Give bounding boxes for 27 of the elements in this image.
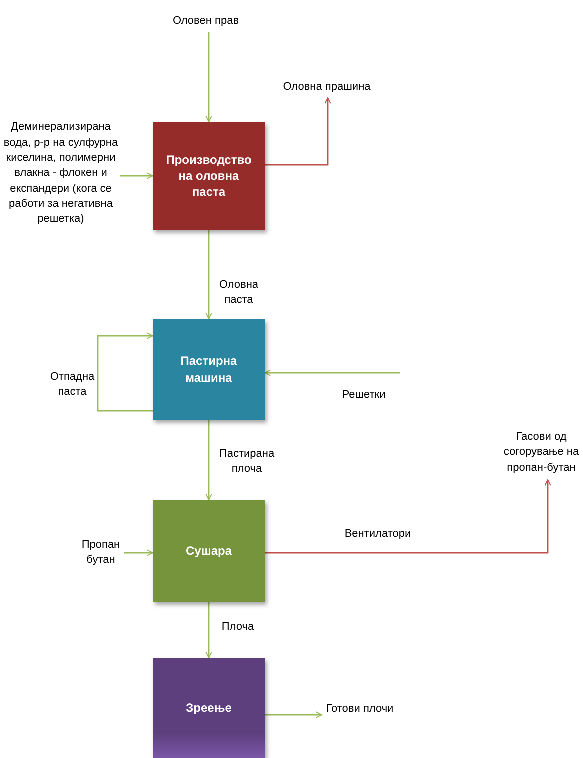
flow-text: Пропан бутан — [78, 533, 124, 573]
arrow — [206, 32, 212, 122]
arrow — [206, 420, 212, 500]
arrow — [265, 480, 552, 554]
flow-text: Готови плочи — [322, 700, 398, 720]
arrow — [206, 602, 212, 658]
edge-label: Вентилатори — [344, 527, 412, 542]
process-box: Пастирна машина — [153, 319, 265, 420]
arrow — [265, 98, 332, 166]
flow-text: Оловна прашина — [275, 78, 379, 98]
process-box: Сушара — [153, 500, 265, 602]
arrow — [120, 172, 154, 180]
arrow — [124, 550, 154, 556]
edge-label: Отпадна паста — [50, 370, 95, 400]
arrow — [264, 370, 400, 376]
arrow — [97, 332, 154, 412]
flow-text: Оловен прав — [160, 12, 252, 32]
arrow — [265, 712, 322, 718]
process-box: Зреење — [153, 658, 265, 758]
flow-text: Деминерализирана вода, р-р на сулфурна киселина, полимерни влакна - флокен и експандери (кога се работи за негативна решетка) — [2, 104, 120, 244]
edge-label: Оловна паста — [218, 278, 260, 308]
process-box: Производство на оловна паста — [153, 122, 265, 230]
edge-label: Плоча — [220, 620, 256, 635]
edge-label: Решетки — [341, 388, 387, 403]
edge-label: Пастирана плоча — [218, 447, 276, 478]
arrow — [206, 230, 212, 320]
flow-text: Гасови од согорување на пропан-бутан — [500, 426, 583, 480]
